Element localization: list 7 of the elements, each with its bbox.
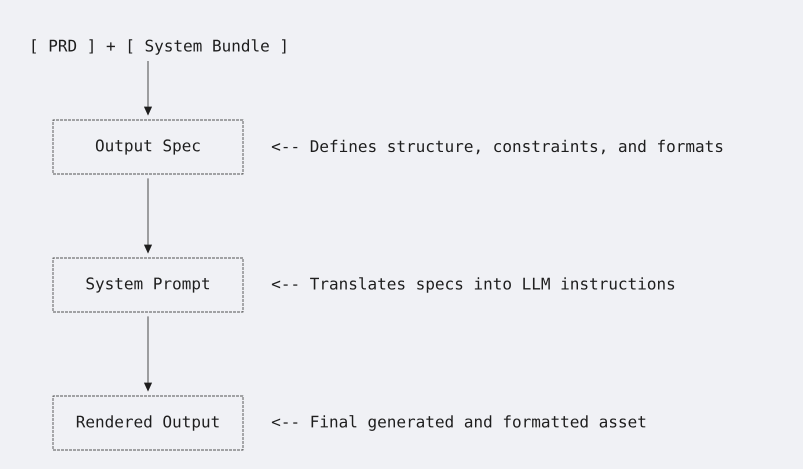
process-box: System Prompt [52,258,244,312]
process-box: Output Spec [52,120,244,174]
process-box: Rendered Output [52,396,244,450]
annotation-text: <-- Defines structure, constraints, and formats [272,140,722,154]
annotation-text: <-- Final generated and formatted asset [272,415,646,431]
header-text: [ PRD ] + [ System Bundle ] [32,39,286,55]
annotation-text: <-- Translates specs into LLM instructions [272,277,674,293]
